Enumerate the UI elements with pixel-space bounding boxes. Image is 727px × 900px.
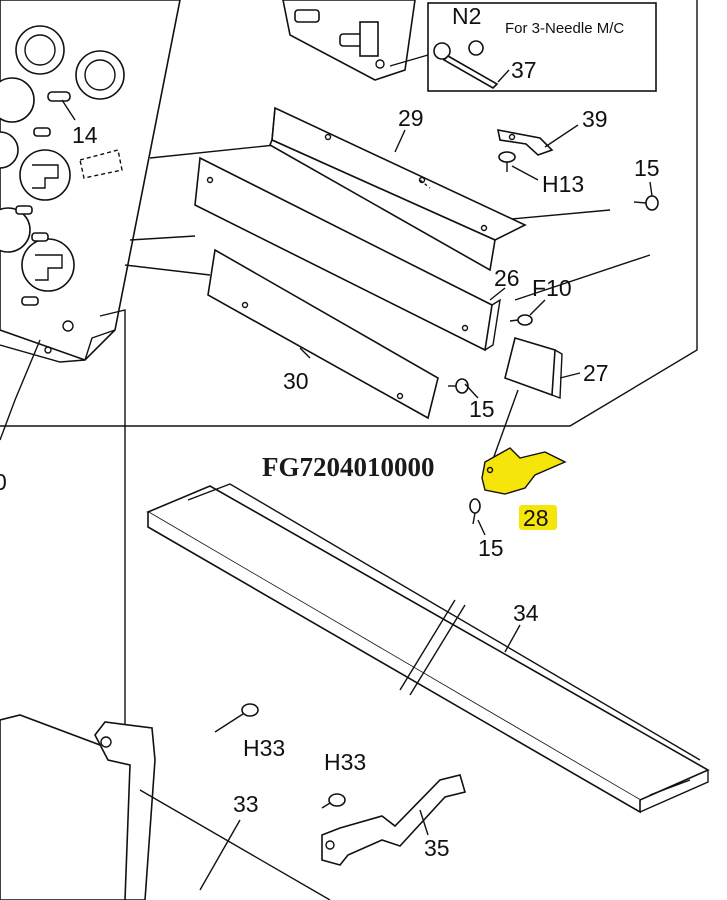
mounting-plate bbox=[0, 0, 181, 363]
label-27: 27 bbox=[583, 360, 609, 386]
screw-15-mid-icon bbox=[448, 378, 469, 394]
screw-15-low-icon bbox=[469, 498, 486, 536]
screw-h13-icon bbox=[498, 151, 516, 163]
label-14: 14 bbox=[72, 122, 98, 148]
label-26: 26 bbox=[494, 265, 520, 291]
part-28-highlight bbox=[481, 447, 567, 530]
top-bracket bbox=[282, 0, 416, 81]
label-28: 28 bbox=[523, 505, 549, 531]
screw-h33-right-icon bbox=[321, 793, 346, 809]
note-text: For 3-Needle M/C bbox=[505, 20, 624, 37]
part-39 bbox=[496, 124, 579, 181]
label-30: 30 bbox=[283, 368, 309, 394]
eye-bolt-icon bbox=[433, 42, 451, 60]
label-29: 29 bbox=[398, 105, 424, 131]
inset-box: For 3-Needle M/C N2 37 bbox=[389, 2, 657, 92]
label-f10: F10 bbox=[532, 275, 572, 301]
screw-15-top-icon bbox=[633, 181, 659, 211]
part-number-callout: FG7204010000 bbox=[262, 452, 435, 482]
label-34: 34 bbox=[513, 600, 539, 626]
screw-f10-icon bbox=[509, 299, 546, 326]
label-h13: H13 bbox=[542, 171, 584, 197]
part-30 bbox=[207, 248, 439, 420]
label-15-top: 15 bbox=[634, 155, 660, 181]
screw-h33-left-icon bbox=[214, 703, 259, 733]
nut-n2-icon bbox=[468, 40, 484, 56]
part-27 bbox=[491, 336, 581, 463]
part-33 bbox=[0, 714, 331, 900]
label-33: 33 bbox=[233, 791, 259, 817]
part-34 bbox=[146, 483, 710, 814]
label-h33-right: H33 bbox=[324, 749, 366, 775]
part-29 bbox=[268, 106, 527, 272]
label-h33-left: H33 bbox=[243, 735, 285, 761]
label-37: 37 bbox=[511, 57, 537, 83]
label-15-low: 15 bbox=[478, 535, 504, 561]
part-26 bbox=[194, 156, 501, 352]
label-35: 35 bbox=[424, 835, 450, 861]
label-0: 0 bbox=[0, 469, 7, 495]
label-15-mid: 15 bbox=[469, 396, 495, 422]
label-n2: N2 bbox=[452, 3, 481, 29]
label-39: 39 bbox=[582, 106, 608, 132]
part-35 bbox=[321, 774, 467, 866]
